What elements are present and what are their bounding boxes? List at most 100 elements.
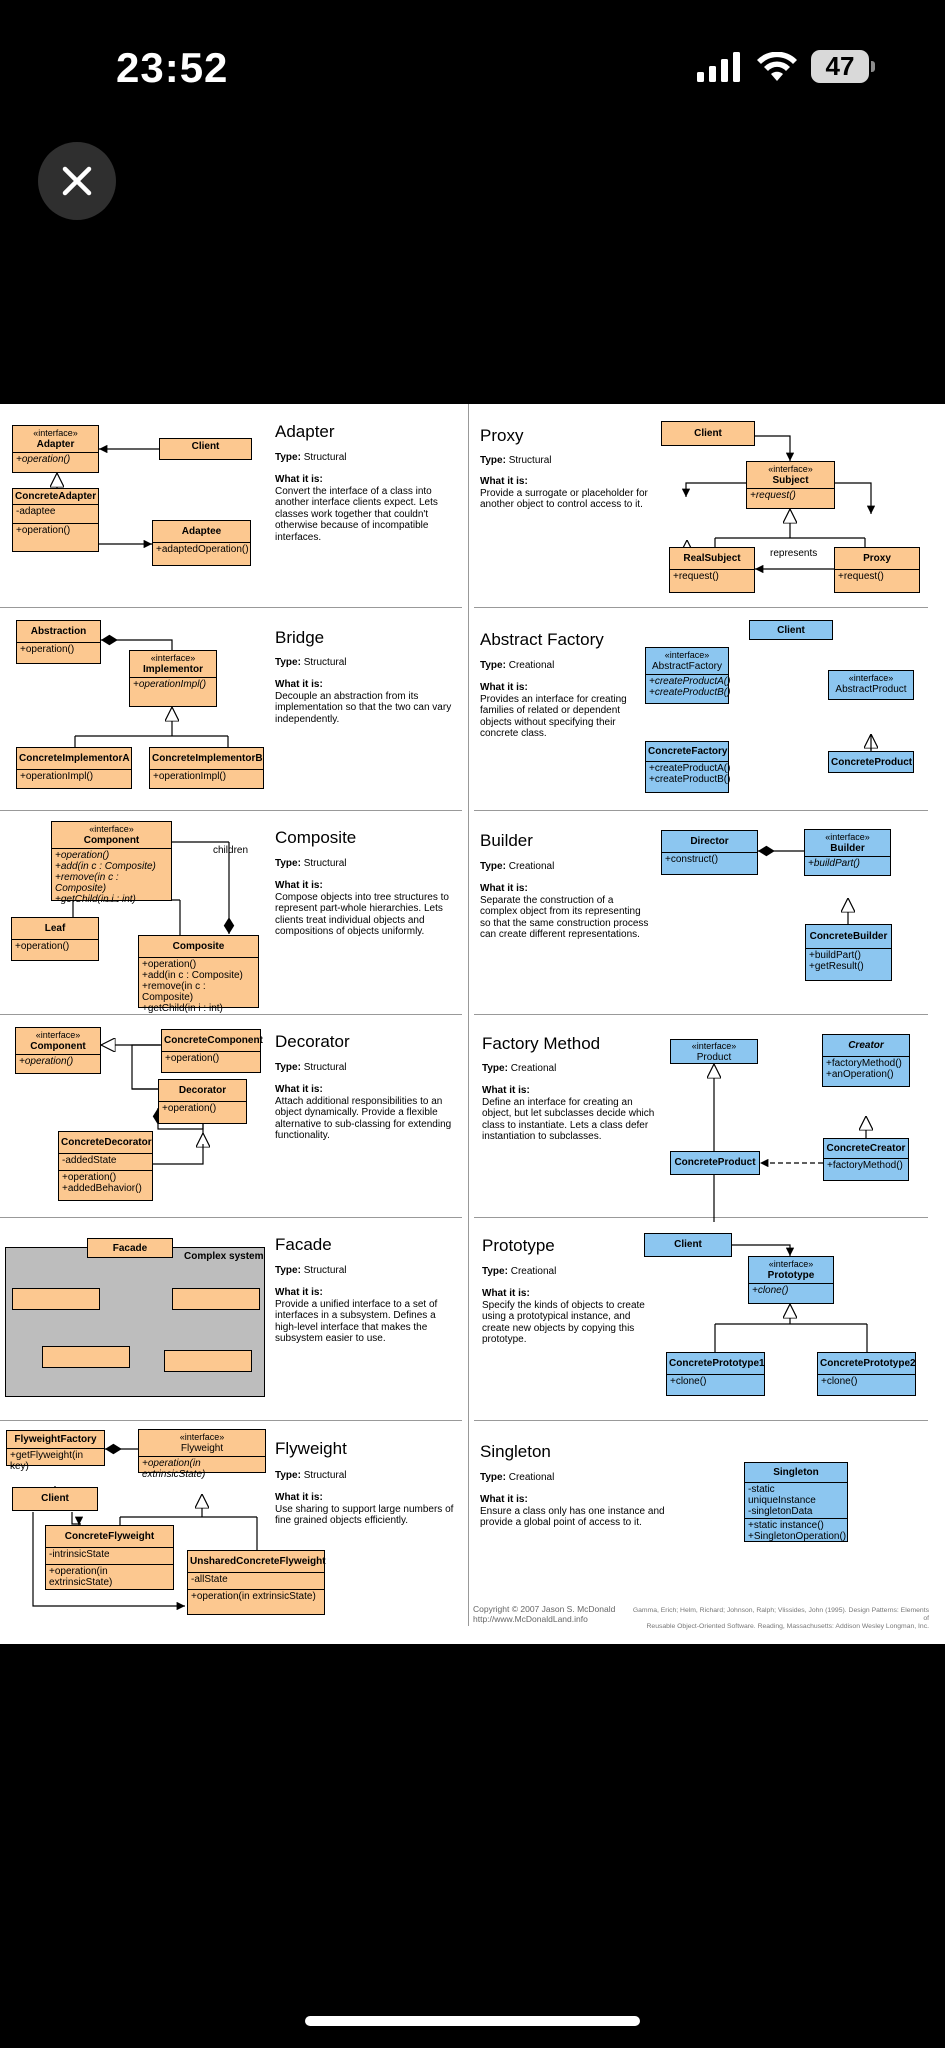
facade-description: What it is:Provide a unified interface t… (275, 1287, 438, 1344)
decorator-component-box: «interface»Component +operation() (15, 1027, 101, 1074)
builder-interface-box: «interface»Builder +buildPart() (804, 829, 891, 876)
copyright: Copyright © 2007 Jason S. McDonald http:… (473, 1604, 616, 1624)
concrete-prototype-1-box: ConcretePrototype1 +clone() (666, 1352, 765, 1396)
adaptee-box: Adaptee +adaptedOperation() (152, 520, 251, 566)
concrete-component-box: ConcreteComponent +operation() (161, 1029, 263, 1073)
bridge-title: Bridge (275, 628, 325, 647)
composite-component-box: «interface»Component +operation()+add(in… (51, 821, 172, 905)
product-interface-box: «interface»Product (670, 1039, 758, 1064)
complex-system-area (5, 1247, 265, 1397)
battery-icon: 47 (811, 50, 875, 83)
proxy-description: What it is:Provide a surrogate or placeh… (480, 476, 648, 510)
builder-title: Builder (480, 831, 533, 850)
composite-type: Type: Structural (275, 858, 347, 869)
abstract-factory-title: Abstract Factory (480, 630, 604, 649)
implementor-box: «interface»Implementor +operationImpl() (129, 650, 217, 707)
factory-method-title: Factory Method (482, 1034, 601, 1053)
close-icon (62, 166, 92, 196)
component-operation-2: +remove(in c : Composite) (55, 872, 119, 894)
factory-method-type: Type: Creational (482, 1063, 557, 1074)
concrete-builder-box: ConcreteBuilder +buildPart()+getResult() (805, 924, 892, 981)
abstract-factory-type: Type: Creational (480, 660, 555, 671)
composite-box: Composite +operation()+add(in c : Compos… (138, 935, 259, 1014)
abstract-factory-description: What it is:Provides an interface for cre… (480, 682, 627, 739)
decorator-type: Type: Structural (275, 1062, 347, 1073)
row-divider (0, 1217, 462, 1218)
factory-method-description: What it is:Define an interface for creat… (482, 1085, 655, 1142)
concrete-factory-box: ConcreteFactory +createProductA()+create… (645, 741, 730, 793)
component-operation-1: +add(in c : Composite) (55, 861, 156, 872)
row-divider (474, 1217, 928, 1218)
abstract-product-box: «interface»AbstractProduct (828, 670, 914, 700)
subsystem-class-box (164, 1350, 252, 1372)
subsystem-class-box (172, 1288, 260, 1310)
decorator-box: Decorator +operation() (158, 1079, 247, 1124)
adapter-type: Type: Structural (275, 452, 347, 463)
facade-title: Facade (275, 1235, 332, 1254)
prototype-type: Type: Creational (482, 1266, 557, 1277)
row-divider (0, 1014, 462, 1015)
status-icons: 47 (697, 50, 875, 83)
wifi-icon (757, 51, 797, 81)
prototype-title: Prototype (482, 1236, 555, 1255)
component-operation-0: +operation() (55, 850, 110, 861)
composite-description: What it is:Compose objects into tree str… (275, 880, 449, 937)
abstraction-box: Abstraction +operation() (16, 620, 101, 664)
flyweight-type: Type: Structural (275, 1470, 347, 1481)
builder-type: Type: Creational (480, 861, 555, 872)
singleton-type: Type: Creational (480, 1472, 555, 1483)
reference: Gamma, Erich; Helm, Richard; Johnson, Ra… (632, 1607, 929, 1630)
proxy-title: Proxy (480, 426, 524, 445)
composite-operation-3: +getChild(in i : int) (142, 1003, 223, 1014)
component-operations: +operation()+add(in c : Composite)+remov… (52, 848, 171, 906)
unshared-concrete-flyweight-box: UnsharedConcreteFlyweight -allState +ope… (187, 1550, 326, 1615)
row-divider (474, 810, 928, 811)
composite-children-label: children (213, 845, 248, 856)
bridge-description: What it is:Decouple an abstraction from … (275, 679, 452, 725)
af-concrete-product-box: ConcreteProduct (828, 751, 914, 773)
adapter-title: Adapter (275, 422, 335, 441)
bridge-type: Type: Structural (275, 657, 347, 668)
proxy-type: Type: Structural (480, 455, 552, 466)
battery-level: 47 (811, 50, 869, 83)
subsystem-class-box (12, 1288, 100, 1310)
singleton-title: Singleton (480, 1442, 551, 1461)
row-divider (474, 1420, 928, 1421)
component-operation-3: +getChild(in i : int) (55, 894, 136, 905)
director-box: Director +construct() (661, 830, 758, 875)
column-divider (468, 404, 469, 1626)
subsystem-class-box (42, 1346, 130, 1368)
leaf-box: Leaf +operation() (11, 917, 99, 961)
concrete-implementor-b-box: ConcreteImplementorB +operationImpl() (149, 747, 264, 789)
composite-title: Composite (275, 828, 357, 847)
adapter-description: What it is:Convert the interface of a cl… (275, 474, 438, 543)
concrete-creator-box: ConcreteCreator +factoryMethod() (823, 1138, 909, 1181)
flyweight-title: Flyweight (275, 1439, 347, 1458)
singleton-box: Singleton -static uniqueInstance-singlet… (744, 1462, 848, 1542)
signal-icon (697, 51, 740, 82)
facade-type: Type: Structural (275, 1265, 347, 1276)
row-divider (0, 1420, 462, 1421)
row-divider (474, 607, 928, 608)
real-subject-box: RealSubject +request() (669, 547, 755, 593)
abstract-factory-box: «interface»AbstractFactory +createProduc… (645, 647, 730, 704)
flyweight-factory-box: FlyweightFactory +getFlyweight(in key) (6, 1430, 105, 1472)
close-button[interactable] (38, 142, 116, 220)
composite-operation-0: +operation() (142, 959, 197, 970)
proxy-client-box: Client (661, 421, 755, 446)
complex-system-label: Complex system (184, 1251, 264, 1262)
proxy-box: Proxy +request() (834, 547, 920, 593)
row-divider (0, 810, 462, 811)
singleton-description: What it is:Ensure a class only has one i… (480, 1494, 665, 1528)
composite-operation-1: +add(in c : Composite) (142, 970, 243, 981)
af-client-box: Client (749, 620, 833, 640)
design-patterns-sheet: children represents «interface»Adapter +… (0, 404, 945, 1644)
concrete-flyweight-box: ConcreteFlyweight -intrinsicState +opera… (45, 1525, 174, 1590)
flyweight-client-box: Client (12, 1487, 98, 1511)
facade-box: Facade (87, 1238, 173, 1258)
decorator-description: What it is:Attach additional responsibil… (275, 1084, 452, 1141)
composite-operations: +operation()+add(in c : Composite)+remov… (139, 957, 258, 1015)
flyweight-description: What it is:Use sharing to support large … (275, 1492, 454, 1526)
home-indicator[interactable] (305, 2016, 640, 2026)
concrete-implementor-a-box: ConcreteImplementorA +operationImpl() (16, 747, 132, 789)
